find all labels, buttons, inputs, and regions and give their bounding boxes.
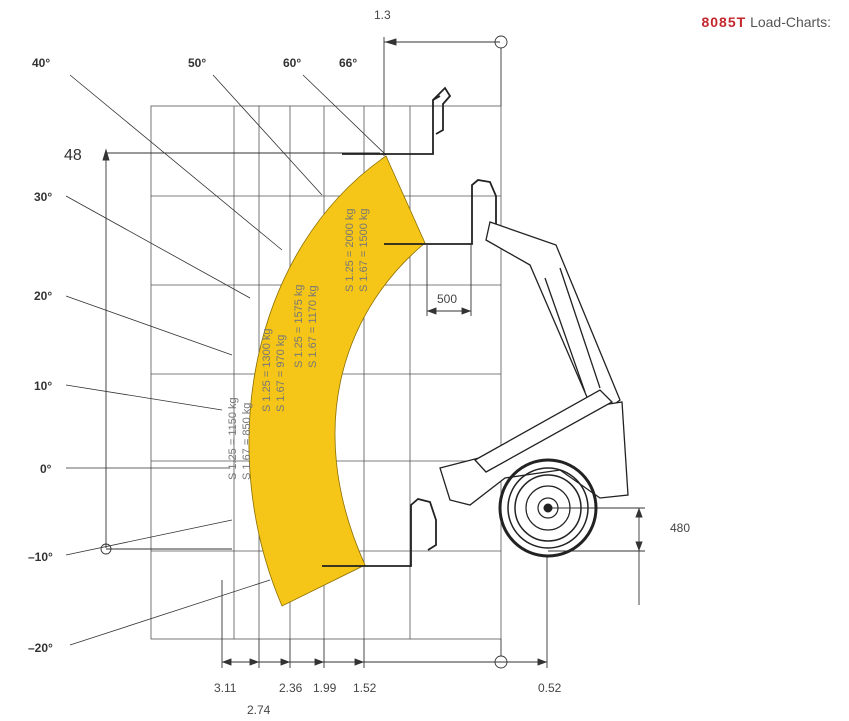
capacity-labels: S 1.25 = 1150 kg S 1.67 = 850 kg S 1.25 …: [227, 209, 370, 480]
angle-label-30: 30°: [34, 190, 52, 204]
angle-label-60: 60°: [283, 56, 301, 70]
capacity-4-line2: S 1.67 = 1500 kg: [358, 209, 370, 292]
load-zone: [248, 155, 426, 607]
model-prefix: 8: [701, 14, 711, 30]
angle-label-10: 10°: [34, 379, 52, 393]
top-reach-label: 1.3: [374, 8, 391, 22]
top-dimension: [383, 35, 508, 156]
bottom-dim-1-99: 1.99: [313, 681, 337, 695]
wheel-dimension: [548, 507, 645, 605]
fork-length-label: 500: [437, 292, 457, 306]
capacity-1-line2: S 1.67 = 850 kg: [241, 403, 253, 480]
angle-label-20: 20°: [34, 289, 52, 303]
chart-header: 8085T Load-Charts:: [701, 14, 831, 30]
wheel: [498, 458, 598, 558]
capacity-2-line2: S 1.67 = 970 kg: [275, 335, 287, 412]
height-dimension: [100, 148, 380, 555]
lift-cylinder: [473, 389, 614, 473]
bottom-dim-2-74: 2.74: [247, 703, 271, 717]
capacity-3-line2: S 1.67 = 1170 kg: [307, 285, 319, 368]
angle-label-0: 0°: [40, 462, 52, 476]
height-max-label: 48: [64, 147, 82, 164]
capacity-1-line1: S 1.25 = 1150 kg: [227, 397, 239, 480]
bottom-dim-3-11: 3.11: [214, 681, 237, 695]
fork-positions: [322, 86, 497, 567]
capacity-2-line1: S 1.25 = 1300 kg: [261, 329, 273, 412]
boom: [485, 221, 621, 420]
angle-label-minus20: –20°: [28, 641, 53, 655]
angle-label-66: 66°: [339, 56, 357, 70]
bottom-dim-1-52: 1.52: [353, 681, 377, 695]
bottom-dim-0-52: 0.52: [538, 681, 562, 695]
capacity-4-line1: S 1.25 = 2000 kg: [344, 209, 356, 292]
wheel-height-label: 480: [670, 521, 690, 535]
header-title: Load-Charts:: [750, 14, 831, 30]
angle-leader-lines: [65, 74, 387, 646]
bottom-dim-2-36: 2.36: [279, 681, 303, 695]
capacity-3-line1: S 1.25 = 1575 kg: [293, 285, 305, 368]
angle-label-minus10: –10°: [28, 550, 53, 564]
chassis: [439, 401, 629, 506]
angle-label-40: 40°: [32, 56, 50, 70]
telehandler-machine: [439, 221, 629, 506]
model-suffix: 085T: [710, 14, 747, 30]
bottom-dimension-line: [221, 555, 548, 669]
fork-dimension: [426, 245, 472, 316]
angle-label-50: 50°: [188, 56, 206, 70]
